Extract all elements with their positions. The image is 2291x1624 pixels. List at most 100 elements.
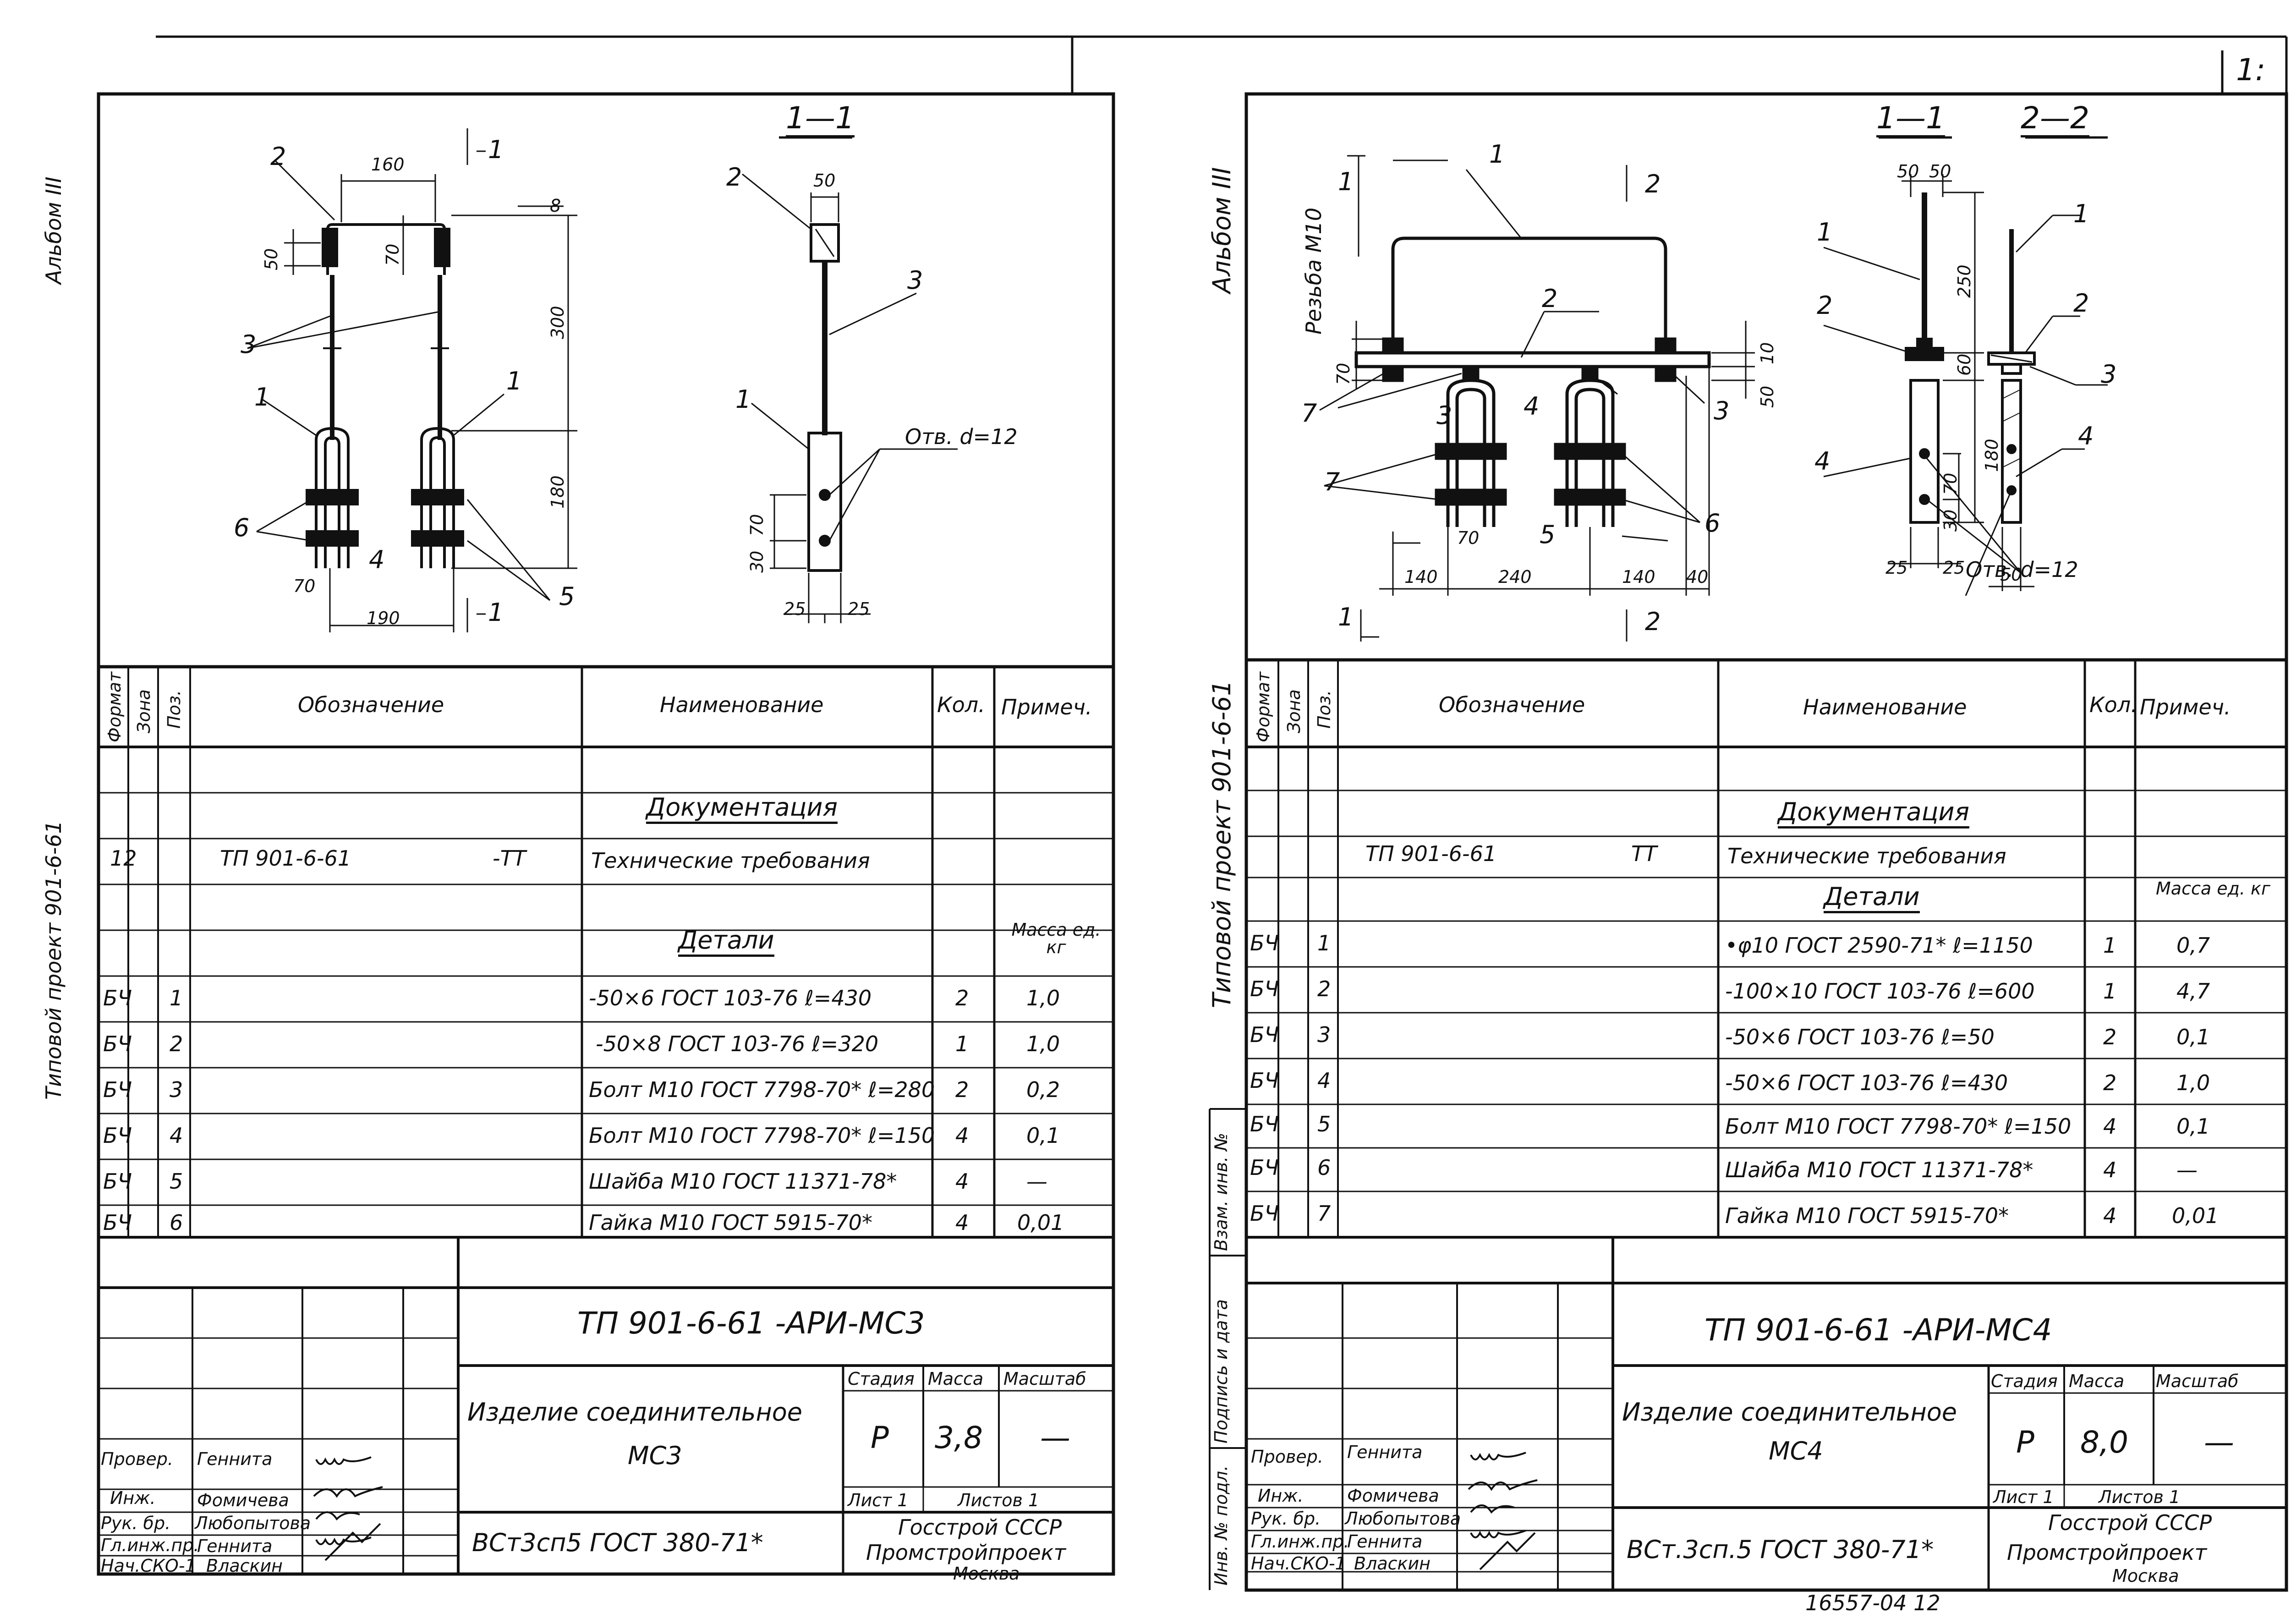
stamp-sign: Подпись и дата (1211, 1299, 1231, 1443)
drawing-code: ТП 901-6-61 -АРИ-МС3 (577, 1306, 925, 1341)
pos-label: 6 (234, 513, 250, 542)
mass-value: 8,0 (2080, 1425, 2128, 1460)
col-pos: Поз. (1314, 690, 1334, 729)
role: Нач.СКО-1 (101, 1556, 196, 1576)
person: Власкин (1354, 1553, 1431, 1574)
sheets-label: Листов 1 (958, 1490, 1040, 1510)
pos-label: 4 (2078, 422, 2094, 450)
row-pos: 4 (170, 1123, 183, 1148)
row-fmt: БЧ (1250, 977, 1279, 1001)
mc4-section-2 (1965, 136, 2108, 596)
row-name: Гайка М10 ГОСТ 5915-70* (589, 1210, 873, 1235)
stamp-inv: Инв. № подл. (1211, 1465, 1231, 1586)
col-format: Формат (1253, 671, 1273, 742)
cut-mark: 1 (1338, 167, 1354, 196)
dim: 50 (1757, 385, 1777, 408)
row-note: 4,7 (2176, 979, 2210, 1004)
handwritten-signatures (313, 1456, 383, 1561)
dim: 50 (813, 170, 836, 191)
col-note: Примеч. (1001, 695, 1092, 719)
row-qty: 2 (955, 986, 969, 1010)
doc-name: Технические требования (591, 848, 870, 873)
sheet-mc4-frame (1209, 92, 2288, 1592)
org-2: Промстройпроект (866, 1540, 1066, 1565)
org-1: Госстрой СССР (2048, 1510, 2212, 1535)
dim: 140 (1404, 567, 1438, 587)
details-section: Детали (678, 928, 774, 957)
dim: 70 (293, 576, 316, 596)
item-name: Изделие соединительное (1622, 1398, 1957, 1426)
pos-label: 2 (1817, 291, 1833, 320)
mc3-front-view (247, 128, 577, 632)
person: Геннита (1347, 1442, 1423, 1462)
handwritten-signatures (1468, 1452, 1538, 1570)
dim: 160 (371, 154, 405, 175)
row-note: 0,1 (2176, 1114, 2210, 1139)
cut-mark: 2 (1645, 170, 1661, 198)
item-name: Изделие соединительное (467, 1398, 803, 1426)
scale-value: — (1040, 1420, 1070, 1455)
pos-label: 7 (1301, 399, 1317, 428)
mass-label: Масса (928, 1369, 984, 1389)
col-format: Формат (104, 671, 125, 742)
dim: 25 (1943, 558, 1965, 578)
details-section: Детали (1824, 884, 1920, 913)
role: Нач.СКО-1 (1251, 1553, 1346, 1574)
album-side-label: Альбом III (1207, 167, 1236, 293)
dim: 50 (1897, 161, 1919, 181)
row-note: 1,0 (1026, 1031, 1060, 1056)
hole-note: Отв. d=12 (1966, 557, 2078, 582)
bottom-stamp: 16557-04 12 (1805, 1591, 1940, 1615)
row-note: 0,7 (2176, 933, 2210, 958)
dim: 40 (1686, 567, 1709, 587)
person: Фомичева (1347, 1486, 1439, 1506)
row-qty: 4 (955, 1210, 969, 1235)
section-label: 1—1 (1876, 103, 1945, 137)
col-name: Наименование (1803, 695, 1967, 719)
dim: 300 (548, 306, 568, 339)
scale-label: Масштаб (2156, 1371, 2239, 1391)
col-designation: Обозначение (1439, 692, 1585, 717)
row-note: 0,1 (2176, 1025, 2210, 1049)
pos-label: 3 (1714, 396, 1730, 425)
row-qty: 4 (955, 1123, 969, 1148)
row-pos: 4 (1317, 1068, 1331, 1093)
row-name: Болт М10 ГОСТ 7798-70* ℓ=150 (1725, 1114, 2072, 1139)
dim: 25 (848, 599, 870, 619)
stage-value: Р (2016, 1425, 2034, 1460)
row-fmt: БЧ (103, 1210, 132, 1235)
col-zone: Зона (134, 689, 154, 733)
pos-label: 3 (241, 330, 257, 359)
row-name: -50×6 ГОСТ 103-76 ℓ=430 (1725, 1070, 2008, 1095)
dim: 180 (1982, 439, 2002, 472)
material: ВСт.3сп.5 ГОСТ 380-71* (1627, 1535, 1934, 1564)
stamp-replace: Взам. инв. № (1211, 1132, 1231, 1251)
sheets-label: Листов 1 (2099, 1487, 2181, 1507)
person: Фомичева (197, 1490, 289, 1510)
row-qty: 4 (2103, 1114, 2117, 1139)
org-3: Москва (953, 1564, 1020, 1584)
mc3-side-view (742, 136, 958, 623)
sheet-mc3: Альбом III Типовой проект 901-6-61 1—1 1… (41, 92, 1115, 1584)
dim: 50 (1929, 161, 1951, 181)
doc-designation: ТП 901-6-61 (220, 846, 351, 871)
row-fmt: БЧ (1250, 1022, 1279, 1047)
pos-label: 4 (1524, 392, 1540, 421)
row-note: — (2176, 1158, 2198, 1182)
pos-label: 6 (1705, 509, 1721, 538)
pos-label: 2 (726, 163, 742, 192)
dim: 70 (383, 243, 403, 266)
dim: 50 (261, 248, 281, 270)
row-name: Шайба М10 ГОСТ 11371-78* (589, 1169, 897, 1194)
role: Провер. (101, 1449, 173, 1469)
dim: 8 (550, 196, 561, 216)
row-qty: 4 (2103, 1203, 2117, 1228)
role: Гл.инж.пр. (1251, 1531, 1349, 1552)
mass-label: Масса (2069, 1371, 2125, 1391)
dim: 240 (1498, 567, 1532, 587)
project-side-label: Типовой проект 901-6-61 (41, 820, 66, 1100)
row-fmt: БЧ (1250, 1155, 1279, 1180)
dim: 70 (1333, 362, 1354, 385)
row-qty: 1 (2103, 933, 2117, 958)
row-pos: 2 (1317, 977, 1331, 1001)
